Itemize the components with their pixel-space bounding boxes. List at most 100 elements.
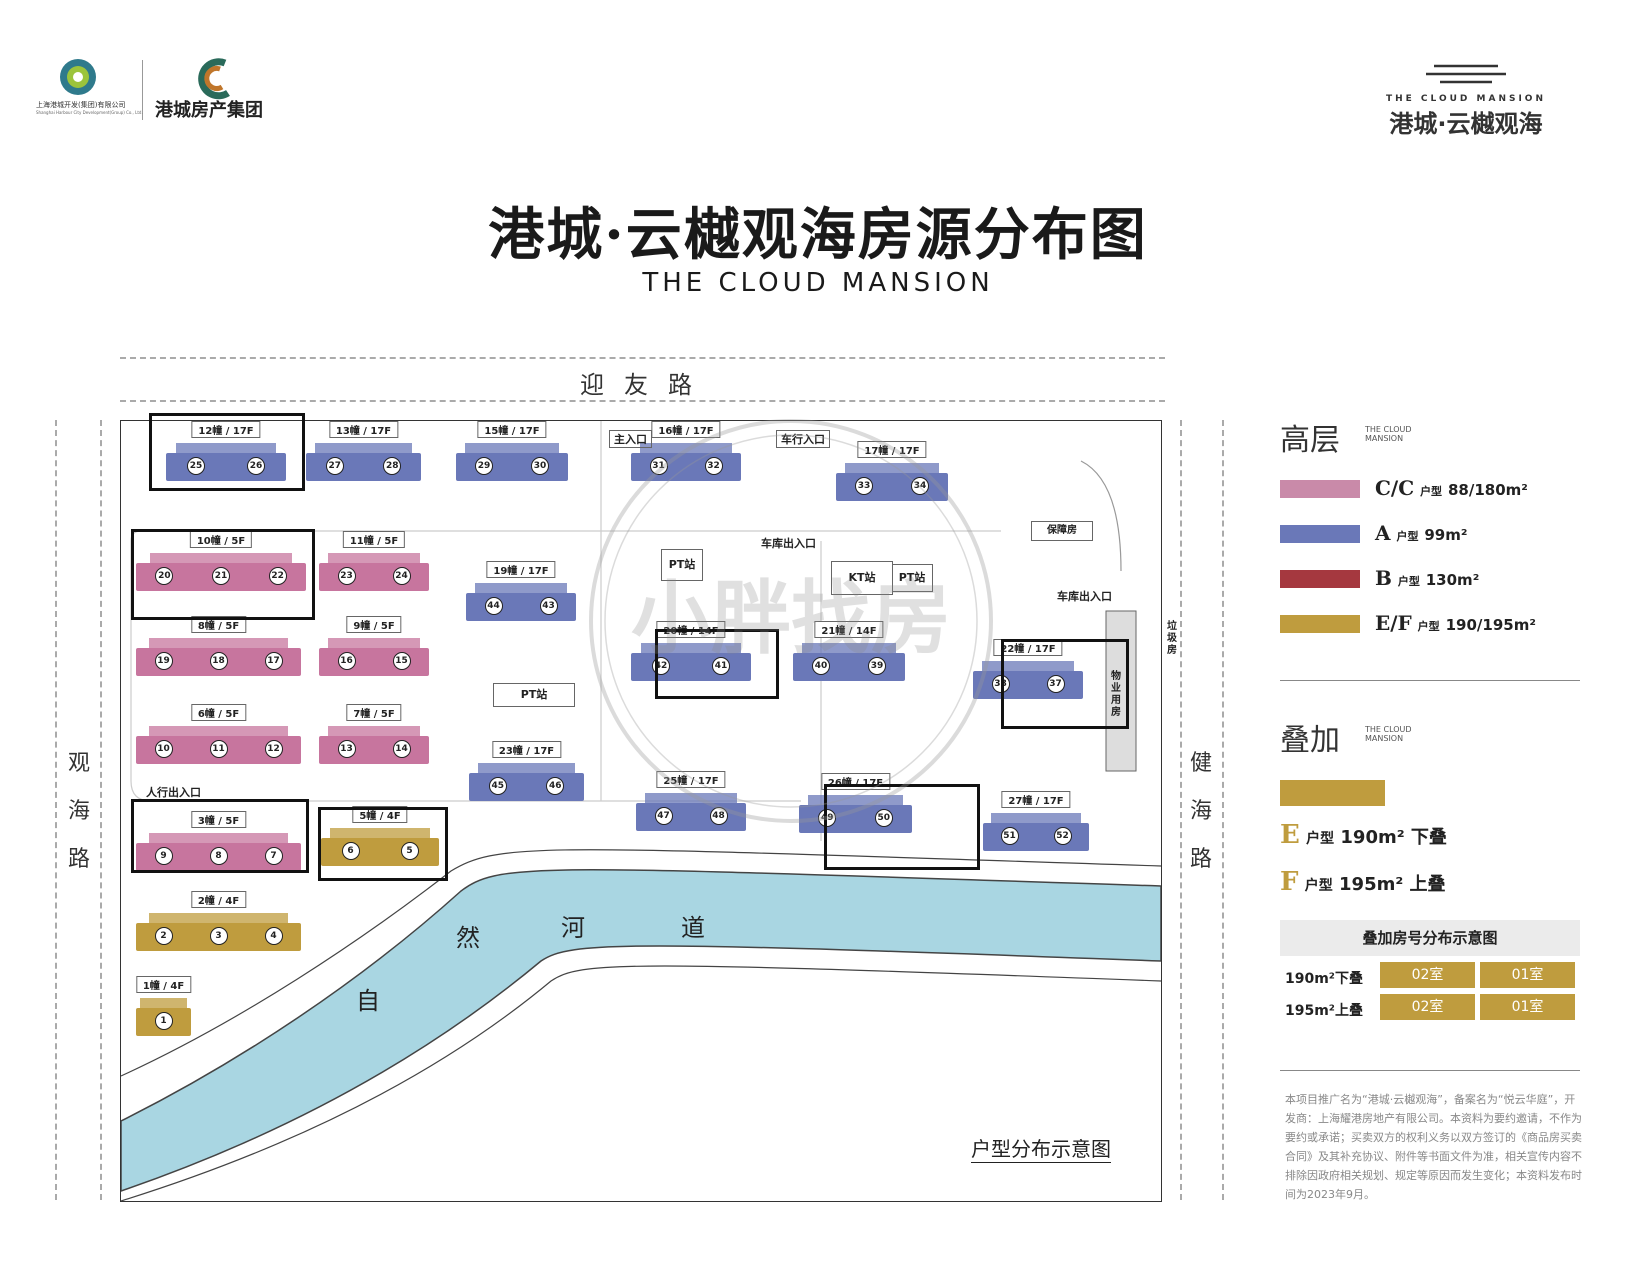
unit-number: 29 — [475, 457, 493, 475]
legend-stacked-en: THE CLOUD MANSION — [1365, 725, 1412, 743]
legend-item-cc: C/C 户型 88/180m² — [1280, 476, 1528, 500]
room-cell: 02室 — [1380, 994, 1475, 1020]
building-tag: 23幢 / 17F — [491, 741, 562, 758]
building-body — [973, 661, 1083, 699]
building-tag: 13幢 / 17F — [328, 421, 399, 438]
unit-number: 26 — [247, 457, 265, 475]
building-body — [631, 443, 741, 481]
stacked-table-title: 叠加房号分布示意图 — [1280, 920, 1580, 956]
page-subtitle: THE CLOUD MANSION — [642, 268, 994, 298]
unit-number: 21 — [212, 567, 230, 585]
legend-divider — [1280, 680, 1580, 681]
room-cell: 01室 — [1480, 994, 1575, 1020]
unit-number: 28 — [383, 457, 402, 475]
group-subname: Shanghai Harbour City Development(Group)… — [36, 110, 143, 115]
road-north-label: 迎友路 — [580, 371, 712, 399]
unit-number: 15 — [392, 652, 411, 670]
building-tag: 12幢 / 17F — [191, 421, 261, 438]
affordable-housing-label: 保障房 — [1031, 521, 1093, 541]
room-cell: 02室 — [1380, 962, 1475, 988]
unit-number: 30 — [531, 457, 549, 475]
building-tag: 17幢 / 17F — [857, 441, 927, 458]
road-east-label: 健 海 路 — [1189, 751, 1212, 872]
road-boundary — [100, 420, 102, 1200]
garbage-room-label: 垃圾房 — [1167, 621, 1177, 656]
developer-logos — [30, 55, 280, 125]
road-boundary — [1222, 420, 1224, 1200]
legend-swatch — [1280, 480, 1360, 498]
legend-highrise-title: 高层 — [1280, 423, 1340, 458]
legend-highrise-en: THE CLOUD MANSION — [1365, 425, 1412, 443]
building-body — [836, 463, 948, 501]
building-tag: 27幢 / 17F — [1001, 791, 1071, 808]
disclaimer-text: 本项目推广名为“港城·云樾观海”，备案名为“悦云华庭”，开发商：上海耀港房地产有… — [1285, 1093, 1582, 1201]
road-boundary — [55, 420, 57, 1200]
building-tag: 9幢 / 5F — [346, 616, 402, 633]
main-entrance-label: 主入口 — [609, 430, 652, 448]
page-title: 港城·云樾观海房源分布图 — [488, 202, 1148, 268]
room-cell: 01室 — [1480, 962, 1575, 988]
pt-station: PT站 — [493, 683, 575, 707]
watermark-stamp: 小胖找房 — [589, 419, 993, 823]
building-body — [321, 828, 439, 866]
garage-entrance-label: 车库出入口 — [761, 537, 816, 550]
unit-number: 18 — [209, 652, 228, 670]
unit-number: 2 — [154, 927, 173, 945]
unit-number: 12 — [264, 740, 283, 758]
unit-number: 41 — [712, 657, 730, 675]
unit-number: 45 — [488, 777, 507, 795]
unit-number: 6 — [341, 842, 360, 860]
group-logo-icon — [60, 59, 96, 95]
highlight-box — [655, 629, 779, 699]
highlight-box — [131, 529, 315, 620]
property-room-label: 物业用房 — [1111, 671, 1121, 718]
building-body — [456, 443, 568, 481]
unit-number: 24 — [392, 567, 411, 585]
river-channel — [121, 421, 1161, 1201]
building-body — [306, 443, 421, 481]
unit-number: 4 — [264, 927, 283, 945]
road-west-label: 观 海 路 — [67, 751, 90, 872]
group-name: 上海港城开发(集团)有限公司 — [36, 101, 126, 109]
building[interactable]: 13幢 / 17F 27 28 — [306, 421, 421, 481]
unit-number: 39 — [868, 657, 886, 675]
highlight-box — [149, 413, 305, 491]
unit-number: 48 — [709, 807, 728, 825]
legend-swatch — [1280, 615, 1360, 633]
pt-station: PT站 — [661, 549, 703, 581]
building-body — [793, 643, 905, 681]
unit-number: 27 — [325, 457, 344, 475]
unit-number: 40 — [812, 657, 830, 675]
building-tag: 25幢 / 17F — [656, 771, 726, 788]
unit-number: 37 — [1046, 675, 1065, 693]
road-boundary — [1180, 420, 1182, 1200]
project-logo-icon — [1425, 64, 1506, 84]
unit-number: 14 — [392, 740, 411, 758]
project-name-cn: 港城·云樾观海 — [1389, 110, 1543, 138]
unit-number: 52 — [1053, 827, 1072, 845]
highlight-box — [318, 807, 448, 881]
unit-number: 49 — [818, 809, 837, 827]
pt-station: PT站 — [891, 564, 933, 592]
